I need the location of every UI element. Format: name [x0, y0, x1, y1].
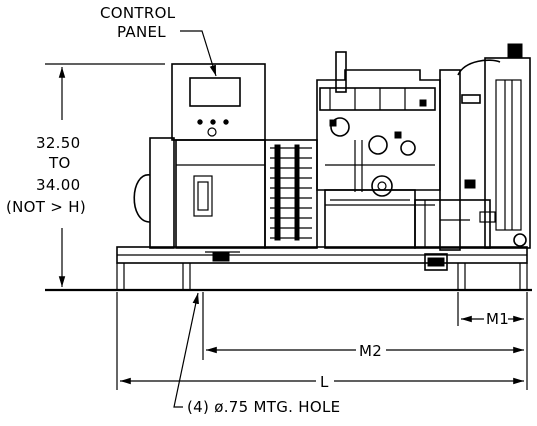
- control-panel-callout: CONTROL PANEL: [100, 4, 217, 77]
- radiator: [414, 43, 531, 271]
- l-dimension: L: [116, 292, 524, 391]
- height-dimension: 32.50 TO 34.00 (NOT > H): [6, 63, 165, 287]
- m1-label: M1: [486, 310, 509, 328]
- base-skid: [116, 246, 528, 290]
- height-value-2: 34.00: [36, 176, 80, 194]
- alternator: [133, 137, 266, 262]
- l-label: L: [320, 373, 329, 391]
- mounting-hole-callout: (4) ø.75 MTG. HOLE: [173, 292, 340, 416]
- height-to: TO: [48, 154, 71, 172]
- engine: [316, 51, 441, 249]
- height-value-1: 32.50: [36, 134, 80, 152]
- height-note: (NOT > H): [6, 198, 86, 216]
- m2-label: M2: [359, 342, 382, 360]
- mounting-hole-note: (4) ø.75 MTG. HOLE: [187, 398, 340, 416]
- control-panel-label-line2: PANEL: [117, 23, 166, 41]
- control-panel-label-line1: CONTROL: [100, 4, 176, 22]
- m2-dimension: M2: [202, 292, 524, 360]
- flywheel-coupling: [264, 139, 318, 249]
- m1-dimension: M1: [457, 292, 528, 390]
- control-panel: [171, 63, 266, 141]
